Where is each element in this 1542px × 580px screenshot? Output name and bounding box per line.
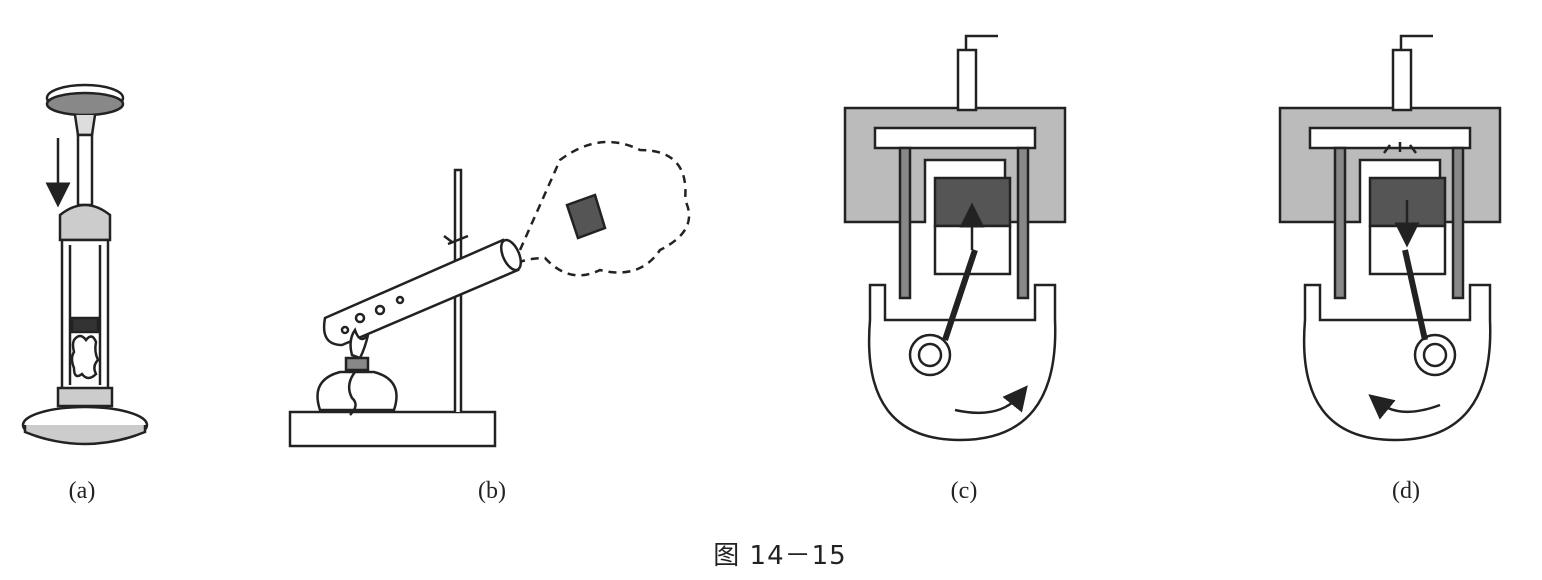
panel-label-d: (d): [1392, 478, 1420, 504]
panel-label-b: (b): [478, 478, 506, 504]
panel-label-c: (c): [950, 478, 978, 504]
engine-power: [1278, 34, 1502, 442]
figure-caption: 图 14－15: [713, 541, 847, 571]
fire-syringe: [21, 83, 149, 446]
test-tube-apparatus: [288, 140, 691, 448]
engine-compression: [843, 34, 1067, 442]
panel-label-a: (a): [68, 478, 96, 504]
